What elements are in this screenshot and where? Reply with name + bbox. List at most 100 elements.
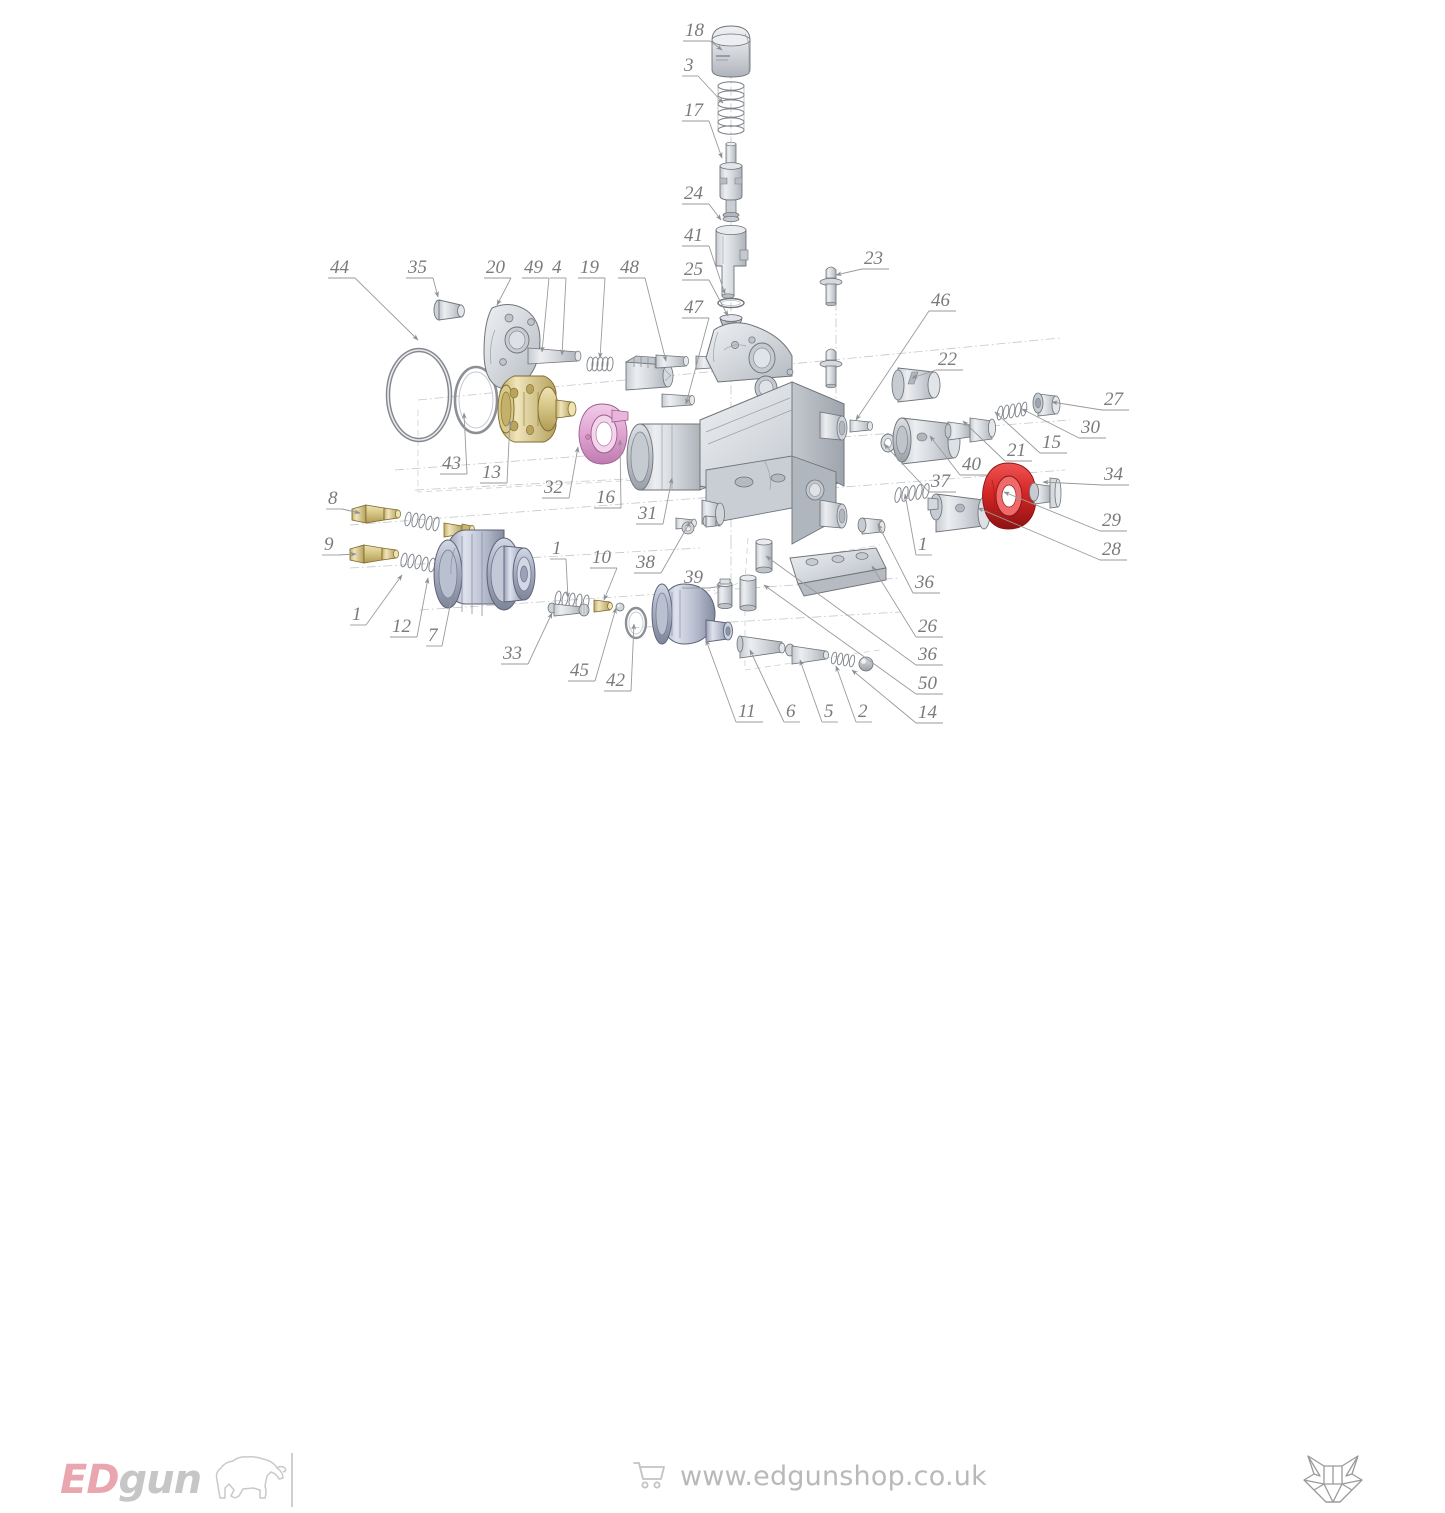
part-44-large-oring <box>385 347 453 443</box>
footer-divider <box>291 1453 293 1507</box>
part-22-bushing <box>891 367 941 403</box>
callout-leader <box>763 584 917 695</box>
callout-18: 18 <box>683 20 723 51</box>
part-18-end-cap <box>711 25 751 78</box>
edgun-logo: EDgun <box>60 1452 289 1508</box>
shop-url-block[interactable]: www.edgunshop.co.uk <box>632 1459 987 1494</box>
part-26-mount-rail <box>789 547 887 597</box>
part-45-ball <box>615 602 625 612</box>
callout-29: 29 <box>1003 491 1127 532</box>
callout-number: 3 <box>683 55 694 76</box>
callout-number: 28 <box>1102 539 1122 560</box>
callout-leader <box>977 507 1101 561</box>
callout-41: 41 <box>682 225 726 295</box>
callout-leader <box>877 523 914 594</box>
callout-number: 27 <box>1104 389 1125 410</box>
callout-leader <box>1042 479 1103 486</box>
callout-39: 39 <box>682 567 723 590</box>
callout-leader <box>994 411 1041 454</box>
callout-number: 43 <box>442 453 461 474</box>
callout-number: 25 <box>684 259 703 280</box>
callout-number: 9 <box>324 534 334 555</box>
callout-number: 26 <box>918 616 938 637</box>
callout-leader <box>708 279 729 317</box>
callout-leader <box>432 277 439 298</box>
callout-leader <box>749 649 785 723</box>
dog-silhouette-icon <box>203 1452 289 1509</box>
callout-number: 41 <box>684 225 703 246</box>
callout-number: 24 <box>684 183 704 204</box>
callout-number: 37 <box>930 471 952 492</box>
callout-37: 37 <box>883 443 956 493</box>
callout-number: 23 <box>864 248 883 269</box>
callout-leader <box>603 567 618 601</box>
callout-46: 46 <box>855 290 956 421</box>
part-23-pin-lower <box>819 348 843 389</box>
part-17-hammer <box>719 141 743 222</box>
part-8-brass-fitting <box>351 504 401 524</box>
callout-1: 1 <box>350 574 403 626</box>
callout-leader <box>565 558 571 599</box>
callout-number: 33 <box>502 643 522 664</box>
part-33-bolt <box>547 602 590 617</box>
callout-24: 24 <box>682 183 722 221</box>
part-15-spring <box>996 401 1028 421</box>
callout-16: 16 <box>594 439 623 509</box>
callout-number: 4 <box>552 257 562 278</box>
callout-48: 48 <box>618 257 667 362</box>
callout-11: 11 <box>705 639 763 723</box>
part-43-ring <box>453 365 499 435</box>
callout-leader <box>708 203 722 221</box>
diagram-background <box>0 0 1445 813</box>
callout-25: 25 <box>682 259 729 317</box>
shop-url-text[interactable]: www.edgunshop.co.uk <box>680 1461 987 1492</box>
callout-number: 19 <box>580 257 600 278</box>
callout-40: 40 <box>929 435 987 476</box>
callout-number: 20 <box>486 257 506 278</box>
callout-19: 19 <box>578 257 606 359</box>
callout-28: 28 <box>977 507 1127 561</box>
callout-3: 3 <box>682 55 724 104</box>
callout-number: 32 <box>543 477 564 498</box>
callout-10: 10 <box>590 547 618 601</box>
callout-number: 21 <box>1007 440 1026 461</box>
callout-number: 47 <box>684 297 705 318</box>
callout-number: 31 <box>637 503 657 524</box>
callout-number: 17 <box>684 100 705 121</box>
callout-8: 8 <box>326 488 361 515</box>
callout-number: 38 <box>635 552 656 573</box>
callout-leader <box>871 565 917 638</box>
callout-number: 49 <box>524 257 544 278</box>
callout-leader <box>527 612 553 665</box>
callout-number: 44 <box>330 257 350 278</box>
callout-13: 13 <box>480 419 513 484</box>
callout-leader <box>540 277 550 353</box>
callout-34: 34 <box>1042 464 1129 486</box>
part-39-bush <box>717 578 733 610</box>
part-9-brass-fitting <box>349 544 399 564</box>
callout-17: 17 <box>682 100 723 159</box>
part-14-ball <box>858 656 874 672</box>
callout-number: 39 <box>683 567 704 588</box>
part-31-main-receiver-body <box>699 322 848 545</box>
callout-leader <box>705 639 737 723</box>
callout-20: 20 <box>484 257 512 306</box>
callout-44: 44 <box>328 257 419 341</box>
callout-45: 45 <box>568 607 617 682</box>
callout-number: 1 <box>552 538 562 559</box>
callout-14: 14 <box>851 669 943 724</box>
callout-leader <box>644 277 667 362</box>
callout-number: 7 <box>428 625 439 646</box>
callout-leader <box>559 277 567 356</box>
callout-leader <box>660 521 691 574</box>
callout-leader <box>441 595 454 647</box>
callout-leader <box>1003 491 1101 532</box>
part-36-pin-right <box>857 517 886 535</box>
brand-gun-text: gun <box>118 1457 203 1503</box>
callout-35: 35 <box>406 257 439 298</box>
part-21-valve-stem <box>944 417 997 443</box>
callout-leader <box>594 607 617 682</box>
part-50-bush-upper <box>755 538 773 574</box>
